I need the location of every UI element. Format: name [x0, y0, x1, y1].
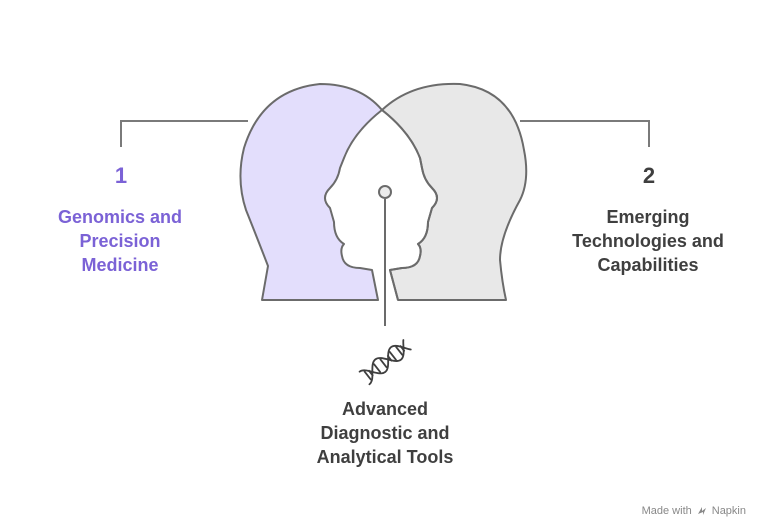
item-2-label-line-1: Emerging: [606, 207, 690, 227]
watermark-prefix: Made with: [641, 505, 692, 517]
item-3-label-line-3: Analytical Tools: [316, 447, 454, 467]
item-3-label: Advanced Diagnostic and Analytical Tools: [265, 397, 505, 469]
item-1-label-line-3: Medicine: [81, 255, 159, 275]
dna-icon: [358, 339, 412, 386]
watermark-brand: Napkin: [711, 505, 746, 517]
item-2-label: Emerging Technologies and Capabilities: [528, 205, 768, 277]
item-1-number: 1: [114, 163, 128, 188]
connector-right: [520, 120, 650, 147]
item-3-label-line-2: Diagnostic and: [320, 423, 450, 443]
item-2-label-line-3: Capabilities: [597, 255, 699, 275]
item-2-label-line-2: Technologies and: [572, 231, 724, 251]
item-3-label-line-1: Advanced: [341, 399, 429, 419]
item-2-number: 2: [642, 163, 656, 188]
right-head-face-outline: [381, 109, 438, 301]
item-1-label-line-1: Genomics and: [57, 207, 183, 227]
watermark[interactable]: Made with Napkin: [642, 505, 746, 517]
napkin-logo-icon: [697, 507, 706, 515]
connector-left: [120, 120, 248, 147]
item-1-label-line-2: Precision: [79, 231, 161, 251]
left-head-shape: [239, 83, 383, 301]
center-node: [378, 185, 392, 199]
item-1-label: Genomics and Precision Medicine: [0, 205, 240, 277]
